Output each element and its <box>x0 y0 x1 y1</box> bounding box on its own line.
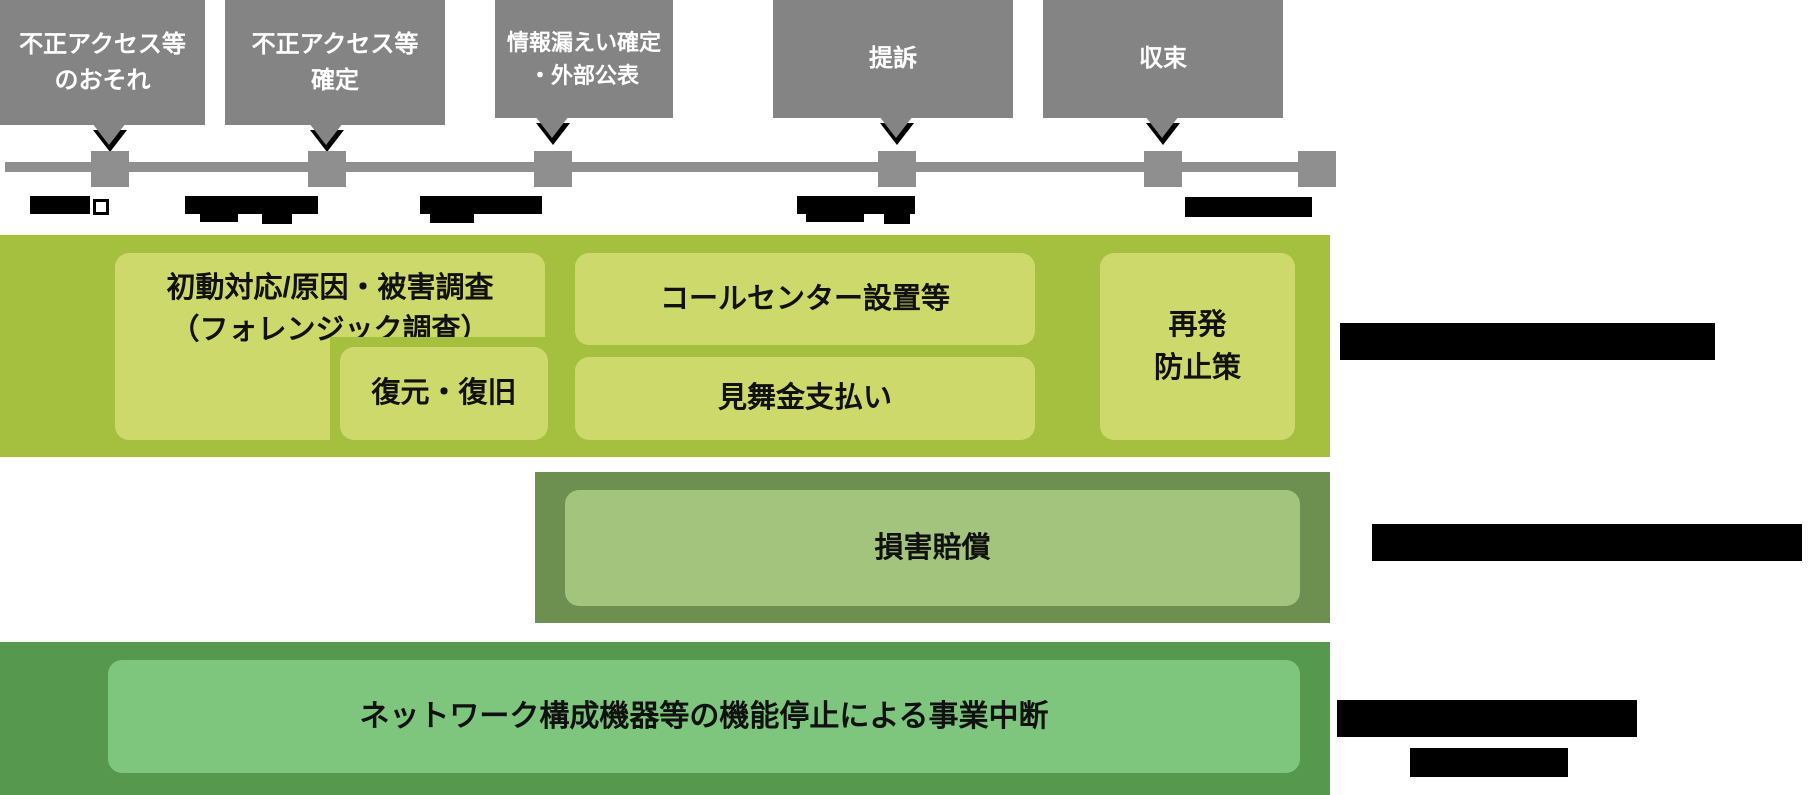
redacted-phase-fragment <box>200 214 238 222</box>
callout-unauthorized-access-suspected: 不正アクセス等 のおそれ <box>0 0 205 125</box>
callout-settled: 収束 <box>1043 0 1283 118</box>
callout-lawsuit: 提訴 <box>773 0 1013 118</box>
pointer-down-icon <box>535 116 571 146</box>
redacted-phase-label <box>1185 197 1312 217</box>
redacted-phase-fragment <box>93 199 109 215</box>
timeline-marker <box>308 151 346 187</box>
pointer-down-icon <box>879 116 915 146</box>
timeline-marker <box>1144 151 1182 187</box>
box-business-interruption: ネットワーク構成機器等の機能停止による事業中断 <box>108 660 1300 773</box>
redacted-phase-fragment <box>806 214 864 222</box>
redacted-phase-label <box>420 196 542 214</box>
redacted-phase-fragment <box>884 212 910 224</box>
redacted-phase-label <box>797 196 915 214</box>
redacted-row3-label-line2 <box>1410 748 1568 777</box>
box-consolation-payment: 見舞金支払い <box>575 357 1035 440</box>
redacted-phase-fragment <box>430 214 474 223</box>
pointer-down-icon <box>1145 116 1181 146</box>
box-restore-recovery: 復元・復旧 <box>340 347 548 440</box>
box-recurrence-prevention: 再発 防止策 <box>1100 253 1295 440</box>
redacted-phase-label <box>30 196 90 214</box>
redacted-row2-label <box>1372 524 1802 561</box>
redacted-phase-label <box>185 196 318 214</box>
redacted-row1-label <box>1340 323 1715 360</box>
timeline-marker <box>878 151 916 187</box>
box-call-center: コールセンター設置等 <box>575 253 1035 345</box>
timeline-marker <box>534 151 572 187</box>
timeline-marker <box>91 151 129 187</box>
timeline-marker <box>1298 151 1336 187</box>
timeline-axis <box>5 162 1332 172</box>
callout-unauthorized-access-confirmed: 不正アクセス等 確定 <box>225 0 445 125</box>
pointer-down-icon <box>92 123 128 153</box>
callout-leak-confirmed-disclosure: 情報漏えい確定 ・外部公表 <box>495 0 673 118</box>
redacted-row3-label-line1 <box>1337 700 1637 737</box>
redacted-phase-fragment <box>262 213 292 224</box>
pointer-down-icon <box>309 123 345 153</box>
box-damage-compensation: 損害賠償 <box>565 490 1300 606</box>
